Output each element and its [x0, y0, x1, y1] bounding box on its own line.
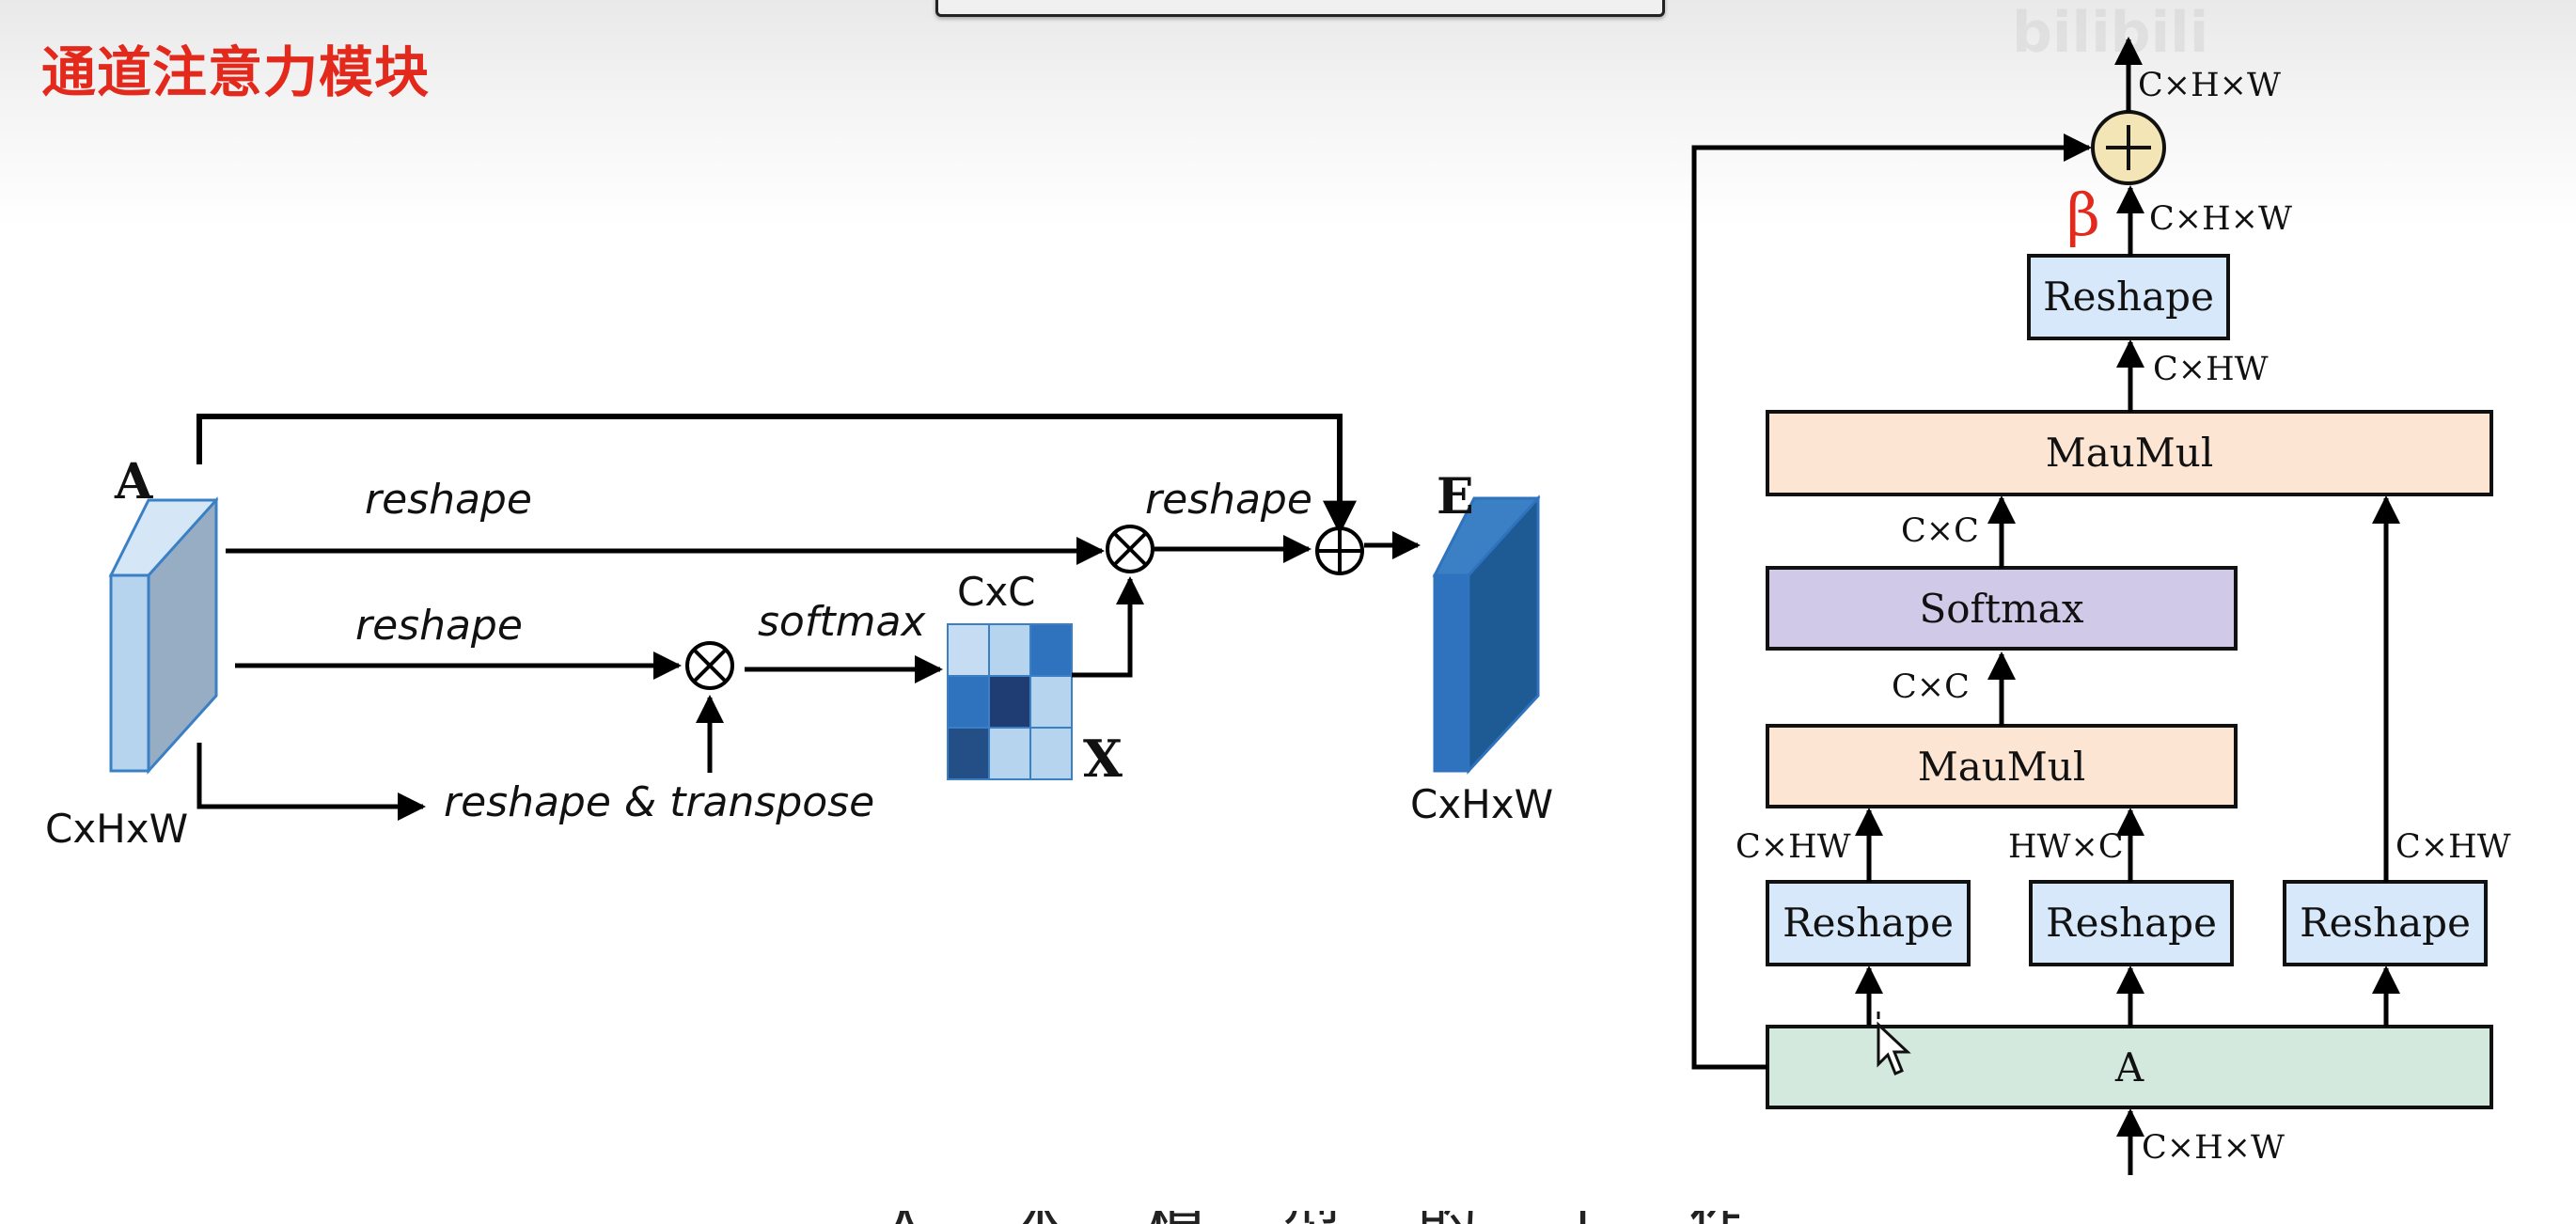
- label-reshape-out: reshape: [1145, 476, 1312, 524]
- dim-chw-pre-add: C×H×W: [2149, 200, 2292, 238]
- subtitle-text: 人 本 模 型 的 工 作 步 骤: [874, 1211, 1739, 1224]
- box-reshape-right-label: Reshape: [2300, 900, 2471, 946]
- dim-c-hw-left: C×HW: [1736, 828, 1851, 866]
- attention-matrix-x: [947, 623, 1073, 780]
- mouse-cursor-icon: [1863, 1012, 1911, 1075]
- dim-c-c-low: C×C: [1892, 668, 1970, 706]
- label-softmax: softmax: [758, 598, 926, 646]
- multiply-node-1: [685, 641, 734, 690]
- box-reshape-left: [1766, 880, 1971, 966]
- box-a-label: A: [2114, 1044, 2144, 1091]
- matrix-dims: CxC: [957, 569, 1036, 615]
- add-node-right: [2091, 110, 2166, 185]
- skip-connection: [196, 414, 1357, 535]
- dim-chw-output: C×H×W: [2138, 67, 2281, 104]
- dim-c-hw-top: C×HW: [2153, 351, 2269, 388]
- output-tensor-e: [1432, 494, 1541, 775]
- dim-c-hw-right: C×HW: [2395, 828, 2511, 866]
- box-softmax: [1766, 566, 2238, 651]
- beta-label: β: [2066, 180, 2100, 249]
- subtitle-sliver: 人 本 模 型 的 工 作 步 骤: [874, 1211, 1739, 1224]
- box-softmax-label: Softmax: [1919, 586, 2083, 632]
- input-dims: CxHxW: [45, 806, 188, 852]
- box-maumul-high-label: MauMul: [2046, 430, 2214, 476]
- label-reshape-transpose: reshape & transpose: [444, 778, 874, 826]
- label-reshape-mid: reshape: [355, 602, 523, 650]
- input-label-a: A: [114, 453, 153, 510]
- box-maumul-low-label: MauMul: [1918, 744, 2086, 790]
- arrow-reshape-transpose: [196, 743, 426, 821]
- arrow-matrix-to-multiply: [1072, 576, 1144, 678]
- box-maumul-high: [1766, 410, 2493, 496]
- matrix-label-x: X: [1083, 729, 1123, 789]
- input-tensor-a: [108, 496, 219, 775]
- watermark-logo: bilibili: [2012, 0, 2209, 66]
- dim-hw-c: HW×C: [2008, 828, 2124, 866]
- box-reshape-right: [2283, 880, 2488, 966]
- slide-title: 通道注意力模块: [41, 40, 431, 104]
- output-dims: CxHxW: [1410, 781, 1553, 827]
- top-window-edge: [935, 0, 1665, 17]
- box-reshape-top: [2027, 254, 2230, 340]
- left-diagram: A CxHxW reshape reshape reshape & transp…: [45, 414, 1553, 852]
- right-diagram: C×H×W A Reshape Reshape Reshape C×HW HW×…: [1691, 37, 2511, 1175]
- dim-input: C×H×W: [2142, 1129, 2285, 1167]
- residual-path: [1691, 133, 2092, 1070]
- dim-c-c-high: C×C: [1901, 512, 1979, 550]
- box-maumul-low: [1766, 724, 2238, 808]
- box-reshape-mid-label: Reshape: [2046, 900, 2217, 946]
- output-label-e: E: [1437, 468, 1474, 526]
- box-reshape-left-label: Reshape: [1783, 900, 1954, 946]
- add-node-left: [1315, 526, 1364, 575]
- box-reshape-mid: [2029, 880, 2234, 966]
- label-reshape-top: reshape: [365, 476, 532, 524]
- box-reshape-top-label: Reshape: [2043, 274, 2214, 320]
- multiply-node-2: [1106, 525, 1154, 573]
